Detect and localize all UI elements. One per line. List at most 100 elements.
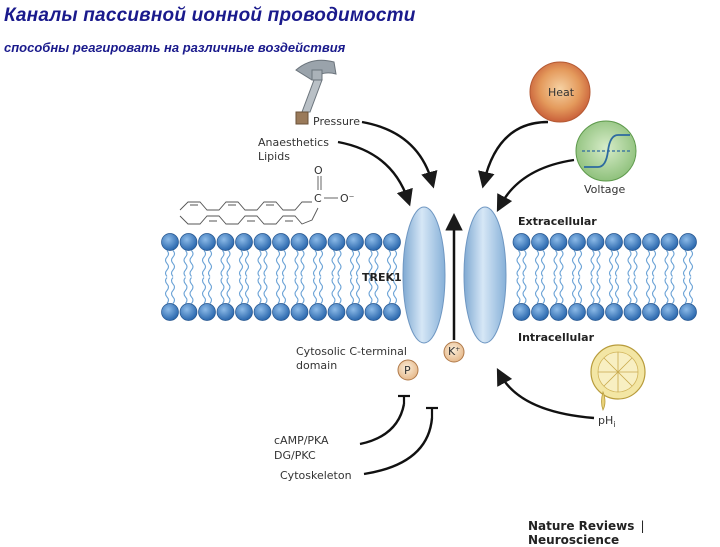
lipid-head <box>253 303 272 321</box>
lipid-tail <box>614 250 620 277</box>
lipid-head <box>198 233 216 251</box>
pressure-label: Pressure <box>313 115 360 128</box>
lipid-tail <box>540 250 546 277</box>
credit-separator: | <box>640 519 645 533</box>
lipid-tail <box>275 250 281 277</box>
lipid-tail <box>577 250 583 277</box>
lipid-head <box>568 303 586 321</box>
ph-arrow <box>496 368 595 420</box>
lipid-tail <box>670 250 675 277</box>
intracellular-label: Intracellular <box>518 331 595 344</box>
lipid-head <box>383 303 401 321</box>
lipid-tail <box>392 277 398 304</box>
lipid-tail <box>170 277 176 304</box>
lipid-tail <box>608 250 614 277</box>
pressure-arrow <box>361 120 438 189</box>
lipid-head <box>642 303 660 321</box>
lipid-head <box>531 233 549 251</box>
fatty-acid-structure <box>179 176 338 225</box>
lipid-tail <box>682 250 688 277</box>
lipid-tail <box>516 277 521 304</box>
formula-oxygen: O <box>314 164 323 177</box>
page-title: Каналы пассивной ионной проводимости <box>4 5 416 26</box>
lipid-head <box>346 303 364 321</box>
camp-arrow <box>359 403 406 446</box>
formula-oxygen-minus: O⁻ <box>340 192 355 205</box>
lipid-tail <box>553 250 558 277</box>
c-terminal-label-line2: domain <box>296 359 337 372</box>
lipid-tail <box>263 250 268 277</box>
lipid-head <box>586 233 605 251</box>
lipid-head <box>198 303 216 321</box>
lipid-tail <box>226 250 231 277</box>
credit-journal: Nature Reviews <box>528 519 635 533</box>
lipid-tail <box>207 250 213 277</box>
lipid-head <box>623 233 642 251</box>
lipid-head <box>309 233 327 251</box>
lipid-tail <box>263 277 268 304</box>
lipid-head <box>272 303 290 321</box>
lipid-tail <box>368 277 373 304</box>
lipid-head <box>679 233 697 251</box>
lipid-tail <box>596 277 601 304</box>
lipid-head <box>272 233 290 251</box>
lipid-tail <box>275 277 281 304</box>
lipid-head <box>512 233 531 251</box>
lipid-tail <box>368 250 373 277</box>
lipid-head <box>346 233 364 251</box>
voltage-icon <box>575 120 637 182</box>
phosphorylation-site <box>397 359 419 381</box>
lipid-tail <box>534 277 540 304</box>
lipid-head <box>623 303 642 321</box>
lipid-tail <box>633 277 638 304</box>
lipid-tail <box>355 277 361 304</box>
lipid-head <box>161 233 179 251</box>
camp-pka-label: cAMP/PKA <box>274 434 329 447</box>
lipid-tail <box>386 277 392 304</box>
lipid-tail <box>281 277 287 304</box>
lipid-tail <box>571 277 577 304</box>
lipid-tail <box>337 277 342 304</box>
lipid-head <box>327 233 346 251</box>
lipid-tail <box>553 277 558 304</box>
lipid-tail <box>534 250 540 277</box>
lipid-head <box>568 233 586 251</box>
lipid-tail <box>220 277 225 304</box>
phospho-label: P <box>404 364 411 377</box>
cytoskeleton-label: Cytoskeleton <box>280 469 352 482</box>
lipid-bilayer <box>161 233 697 321</box>
lipid-tail <box>183 250 188 277</box>
channel-subunit-left <box>402 206 446 344</box>
lipid-tail <box>590 250 595 277</box>
lipid-tail <box>577 277 583 304</box>
lipid-tail <box>244 250 250 277</box>
lipid-tail <box>559 250 564 277</box>
lipid-head <box>290 233 309 251</box>
lipid-tail <box>645 250 651 277</box>
lipid-tail <box>201 250 207 277</box>
lipid-tail <box>651 277 657 304</box>
lipid-tail <box>349 250 355 277</box>
lipid-tail <box>596 250 601 277</box>
lipid-tail <box>540 277 546 304</box>
lipid-head <box>531 303 549 321</box>
extracellular-label: Extracellular <box>518 215 597 228</box>
lipid-head <box>586 303 605 321</box>
lipid-tail <box>312 250 318 277</box>
lemon-ph-icon <box>590 344 646 412</box>
c-terminal-label-line1: Cytosolic C-terminal <box>296 345 407 358</box>
lipid-tail <box>312 277 318 304</box>
pressure-hammer-icon <box>295 59 337 125</box>
lipid-tail <box>201 277 207 304</box>
journal-credit: Nature Reviews | Neuroscience <box>528 519 720 547</box>
lipid-tail <box>170 250 176 277</box>
lipid-tail <box>392 250 398 277</box>
lipid-head <box>327 303 346 321</box>
lipid-head <box>216 233 235 251</box>
lipid-arrow <box>337 140 413 207</box>
lipid-head <box>364 233 383 251</box>
lipids-label: Lipids <box>258 150 290 163</box>
lipid-tail <box>355 250 361 277</box>
lipid-tail <box>207 277 213 304</box>
page-subtitle: способны реагировать на различные воздей… <box>4 40 346 55</box>
